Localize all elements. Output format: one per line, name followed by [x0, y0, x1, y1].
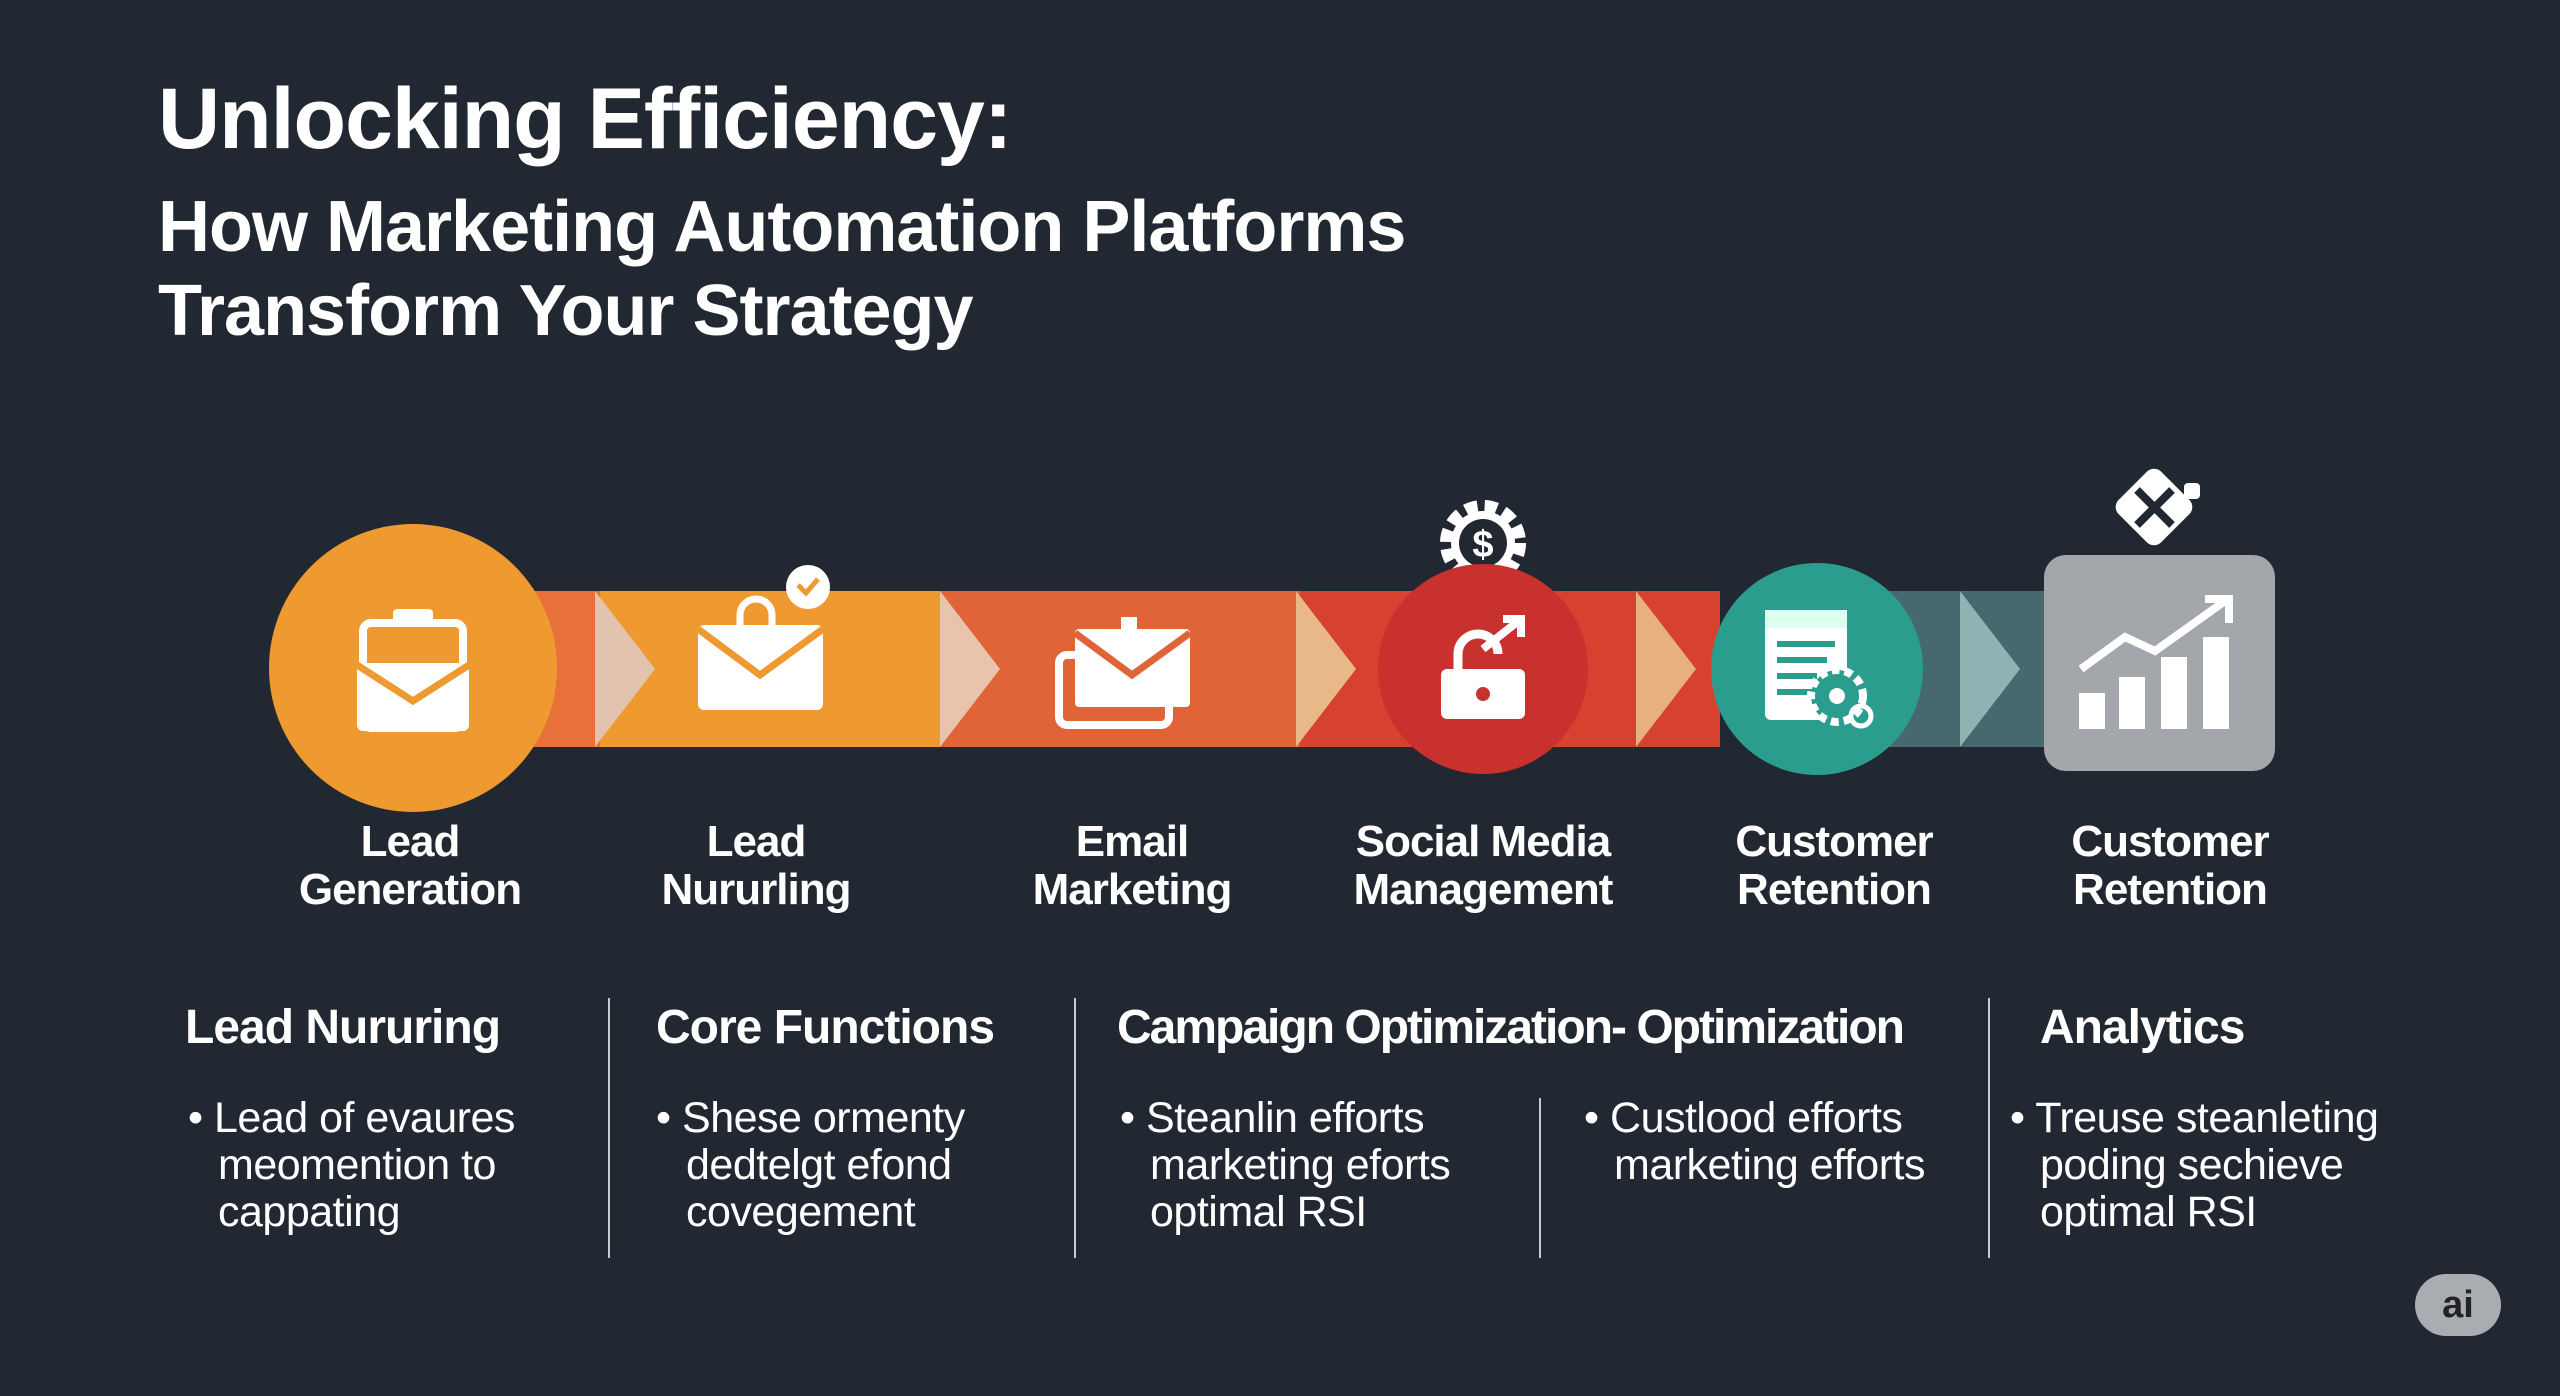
- step-1-circle: [269, 524, 557, 812]
- divider: [1539, 1098, 1541, 1258]
- chevron-arrow-icon: [940, 591, 1000, 747]
- step-2-icon: [690, 565, 840, 725]
- section-heading: Campaign Optimization- Optimization: [1117, 1001, 1905, 1054]
- subtitle-line-1: How Marketing Automation Platforms: [158, 187, 1406, 267]
- chart-growth-icon: [2078, 595, 2233, 729]
- divider: [1074, 998, 1076, 1258]
- bullet-item: • Lead of evaures meomention to cappatin…: [188, 1094, 515, 1236]
- section-heading: Analytics: [2040, 1001, 2245, 1054]
- step-5-circle: [1711, 563, 1923, 775]
- envelope-stack-icon: [1055, 617, 1193, 729]
- svg-text:$: $: [1472, 524, 1493, 566]
- envelope-heart-icon: [695, 565, 830, 710]
- puzzle-icon: [2112, 465, 2207, 560]
- section-heading: Core Functions: [656, 1001, 995, 1054]
- bullet-item: • Custlood efforts marketing efforts: [1584, 1094, 1925, 1189]
- step-3-icon: [1055, 615, 1195, 735]
- chevron-arrow-icon: [1296, 591, 1356, 747]
- title: Unlocking Efficiency:: [158, 71, 1012, 167]
- divider: [1988, 998, 1990, 1258]
- chevron-arrow-icon: [1636, 591, 1696, 747]
- lock-arrow-icon: [1441, 615, 1525, 719]
- divider: [608, 998, 610, 1258]
- chevron-arrow-icon: [1960, 591, 2020, 747]
- step-4-circle: [1378, 564, 1588, 774]
- subtitle-line-2: Transform Your Strategy: [158, 271, 974, 351]
- document-gear-icon: [1765, 610, 1874, 729]
- bullet-item: • Shese ormenty dedtelgt efond covegemen…: [656, 1094, 965, 1236]
- bullet-item: • Steanlin efforts marketing eforts opti…: [1120, 1094, 1451, 1236]
- chevron-arrow-icon: [595, 591, 655, 747]
- section-heading: Lead Nururing: [185, 1001, 501, 1054]
- gear-dollar-icon: $: [1435, 495, 1531, 596]
- briefcase-envelope-icon: [355, 609, 471, 732]
- bullet-item: • Treuse steanleting poding sechieve opt…: [2010, 1094, 2379, 1236]
- step-6-box: [2044, 555, 2275, 771]
- ai-badge: ai: [2415, 1274, 2501, 1336]
